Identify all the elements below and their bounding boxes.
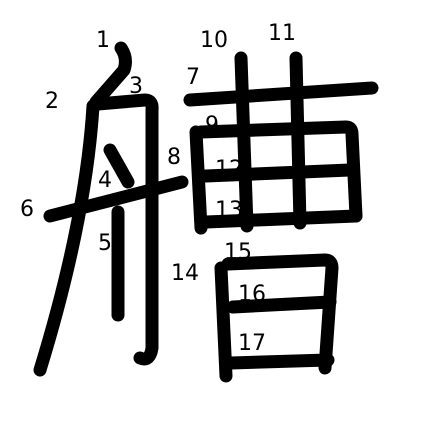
stroke-number-15: 15 xyxy=(224,240,252,265)
stroke-number-17: 17 xyxy=(238,331,266,356)
stroke-number-10: 10 xyxy=(200,28,228,53)
stroke-2 xyxy=(33,99,100,377)
stroke-17 xyxy=(224,353,335,370)
stroke-number-5: 5 xyxy=(98,231,112,256)
stroke-number-7: 7 xyxy=(186,65,200,90)
character-strokes xyxy=(33,41,379,383)
stroke-13 xyxy=(199,209,363,229)
stroke-7 xyxy=(183,81,379,107)
stroke-number-3: 3 xyxy=(129,74,143,99)
stroke-number-6: 6 xyxy=(20,197,34,222)
stroke-11 xyxy=(289,51,307,230)
stroke-16 xyxy=(226,295,337,314)
stroke-8 xyxy=(189,125,208,235)
stroke-number-8: 8 xyxy=(167,145,181,170)
stroke-number-2: 2 xyxy=(45,89,59,114)
stroke-number-4: 4 xyxy=(98,168,112,193)
stroke-4 xyxy=(103,143,135,189)
stroke-9 xyxy=(194,120,363,223)
stroke-10 xyxy=(234,51,254,233)
stroke-14 xyxy=(214,261,233,383)
stroke-number-12: 12 xyxy=(215,157,243,182)
stroke-number-labels: 1 2 3 4 5 6 7 8 9 10 11 12 13 14 15 16 1… xyxy=(20,21,296,356)
stroke-3 xyxy=(91,93,159,366)
stroke-number-16: 16 xyxy=(238,282,266,307)
stroke-number-9: 9 xyxy=(205,113,219,138)
stroke-15 xyxy=(221,253,339,375)
stroke-number-14: 14 xyxy=(171,261,199,286)
stroke-number-1: 1 xyxy=(96,28,110,53)
stroke-1 xyxy=(89,41,132,109)
stroke-6 xyxy=(43,175,189,223)
stroke-number-11: 11 xyxy=(268,21,296,46)
stroke-number-13: 13 xyxy=(215,198,243,223)
stroke-12 xyxy=(199,163,357,183)
